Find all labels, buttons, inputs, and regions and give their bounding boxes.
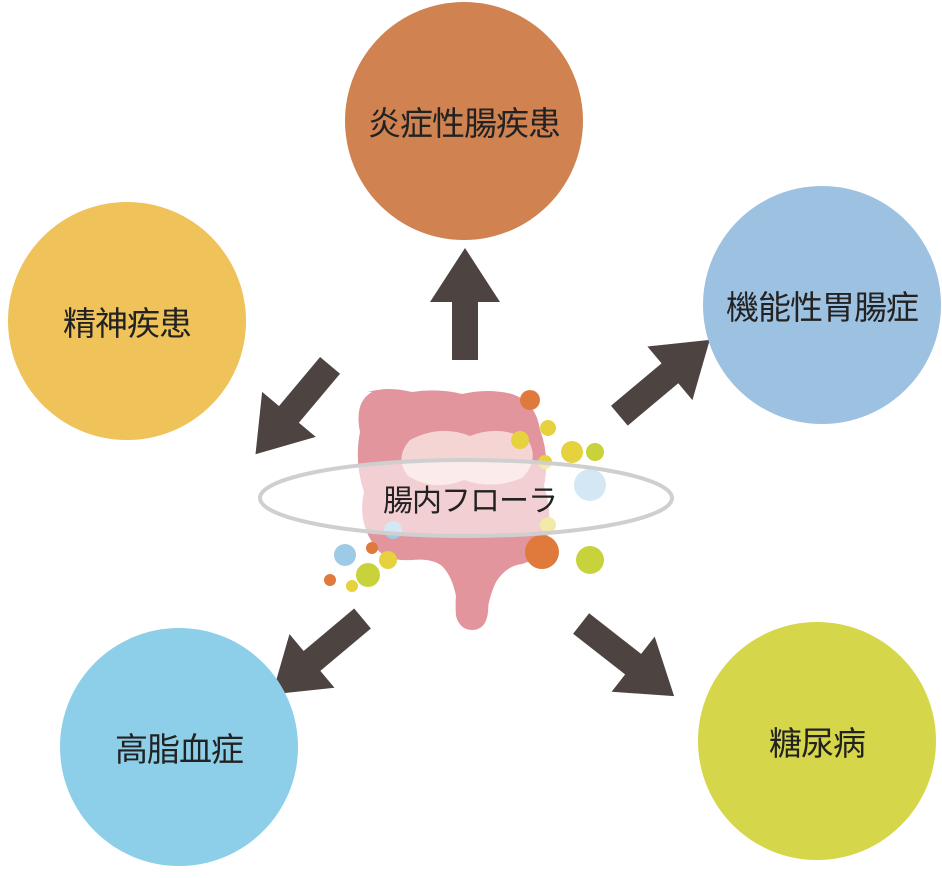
arrow-shaft	[273, 357, 341, 429]
arrow-down-left	[272, 608, 371, 695]
bacteria	[324, 574, 336, 586]
center-label: 腸内フローラ	[383, 484, 558, 519]
bacteria	[586, 443, 604, 461]
arrow-down-right	[573, 613, 675, 697]
disease-circle-functional-gi: 機能性胃腸症	[703, 186, 941, 424]
bacteria	[576, 546, 604, 574]
bacteria	[561, 441, 583, 463]
bacteria	[356, 563, 380, 587]
disease-circle-ibd: 炎症性腸疾患	[345, 2, 583, 240]
arrow-head	[647, 339, 710, 401]
bacteria	[525, 535, 559, 569]
rectum	[455, 560, 489, 630]
bacteria	[334, 544, 356, 566]
disease-circle-mental: 精神疾患	[8, 202, 246, 440]
bacteria	[511, 431, 529, 449]
arrow-up	[430, 248, 500, 360]
bacteria	[520, 390, 540, 410]
arrow-shaft	[452, 292, 478, 360]
arrow-head	[255, 391, 316, 455]
arrow-shaft	[573, 613, 646, 679]
arrow-up-right	[611, 339, 710, 426]
bacteria	[540, 420, 556, 436]
arrow-head	[611, 636, 675, 697]
arrow-shaft	[299, 608, 371, 675]
disease-label: 高脂血症	[115, 730, 244, 769]
flora-ring	[258, 458, 674, 538]
disease-label: 機能性胃腸症	[726, 288, 919, 327]
bacteria	[366, 542, 378, 554]
disease-circle-diabetes: 糖尿病	[698, 622, 936, 860]
arrow-up-left	[255, 357, 341, 455]
disease-label: 炎症性腸疾患	[368, 104, 561, 143]
arrow-head	[272, 634, 335, 695]
arrow-head	[430, 248, 500, 302]
arrow-shaft	[611, 359, 683, 426]
bacteria	[379, 551, 397, 569]
bacteria	[346, 580, 358, 592]
disease-circle-hyperlipidemia: 高脂血症	[60, 628, 298, 866]
disease-label: 精神疾患	[63, 304, 192, 343]
disease-label: 糖尿病	[769, 724, 866, 763]
